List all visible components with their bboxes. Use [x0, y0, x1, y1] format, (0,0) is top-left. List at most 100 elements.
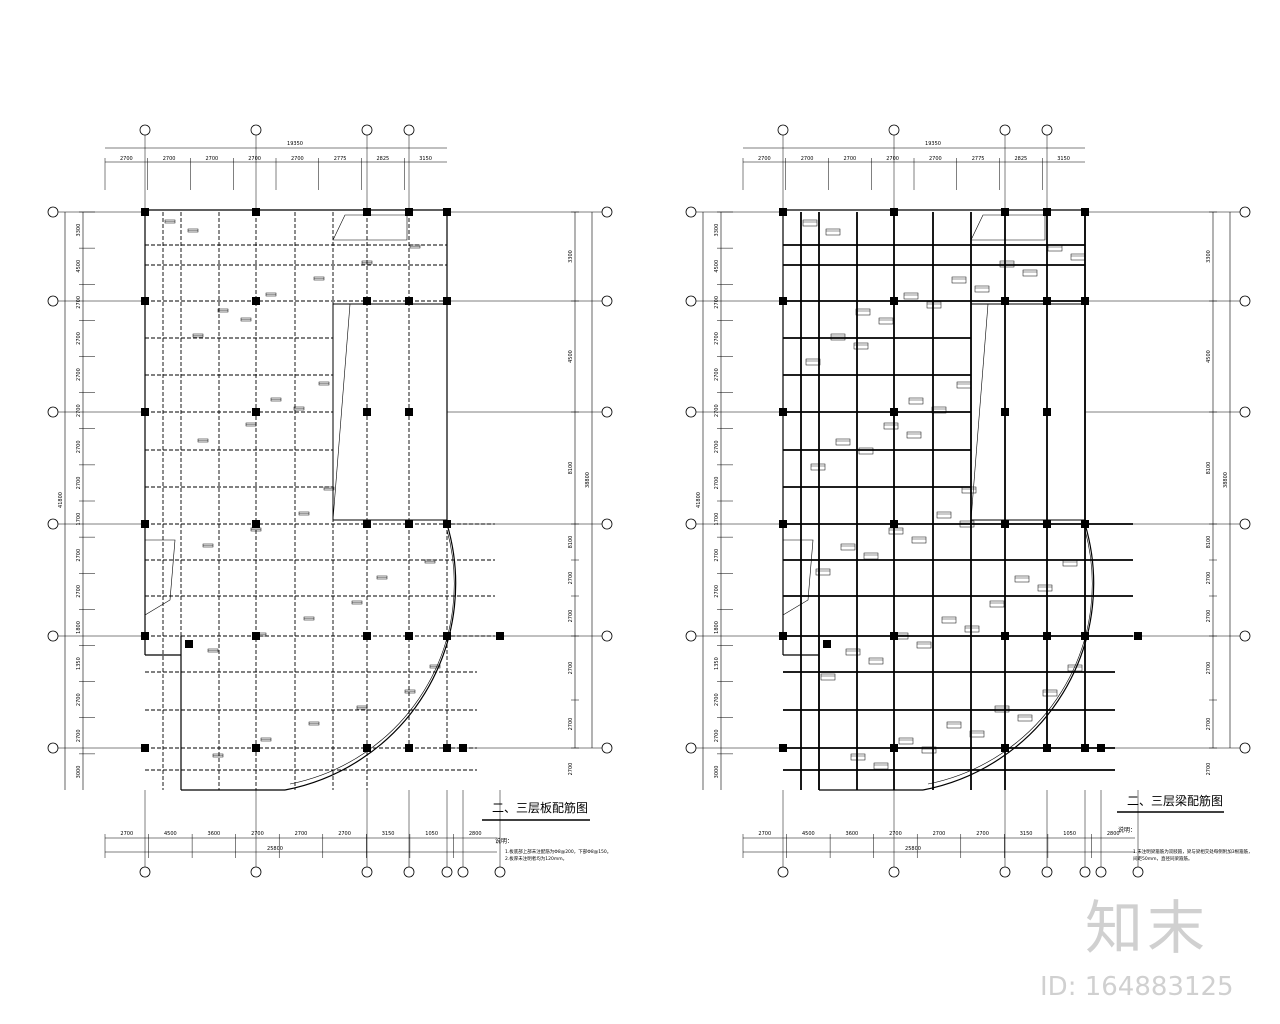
dimension-text-bottom: 3600 — [208, 831, 221, 837]
axis-bubble-right — [601, 295, 613, 307]
dimension-text-left: 1350 — [76, 657, 82, 670]
rebar-annotation — [989, 600, 1005, 608]
rebar-annotation — [853, 342, 869, 350]
axis-bubble-bottom — [1041, 866, 1053, 878]
column — [779, 297, 787, 305]
column — [252, 297, 260, 305]
dimension-text-bottom: 2700 — [120, 831, 133, 837]
column — [252, 408, 260, 416]
dimension-text-bottom: 2700 — [976, 831, 989, 837]
slab-note-1: 1.板底部上部未注配筋为Φ8@200，下部Φ8@150。 — [505, 848, 611, 855]
rebar-annotation — [805, 358, 821, 366]
column — [443, 744, 451, 752]
column — [1043, 632, 1051, 640]
column — [1097, 744, 1105, 752]
dimension-text-bottom: 2700 — [251, 831, 264, 837]
rebar-annotation — [883, 422, 899, 430]
rebar-annotation — [916, 641, 932, 649]
rebar-annotation — [903, 292, 919, 300]
dimension-text-left: 1800 — [76, 621, 82, 634]
dimension-text-left: 2700 — [76, 296, 82, 309]
axis-bubble-right — [1239, 406, 1251, 418]
dimension-text-left: 2700 — [714, 477, 720, 490]
stair-outline — [970, 214, 1046, 241]
dimension-text-left: 2700 — [714, 332, 720, 345]
beam-plan-title: 二、三层梁配筋图 — [1127, 793, 1223, 808]
axis-bubble-bottom — [139, 866, 151, 878]
column — [459, 744, 467, 752]
dimension-text-bottom: 2700 — [295, 831, 308, 837]
column — [443, 208, 451, 216]
watermark-id: ID: 164883125 — [1040, 972, 1234, 1002]
axis-bubble-right — [1239, 630, 1251, 642]
column — [1001, 208, 1009, 216]
dimension-text-right: 2700 — [568, 718, 574, 731]
dimension-text-right: 2700 — [568, 610, 574, 623]
column — [363, 297, 371, 305]
dimension-text-bottom: 2800 — [1107, 831, 1120, 837]
column — [1043, 297, 1051, 305]
column — [363, 520, 371, 528]
dimension-text-left: 4500 — [714, 260, 720, 273]
dimension-text-left: 2700 — [76, 585, 82, 598]
rebar-annotation — [1047, 244, 1063, 252]
dimension-text-overall-bottom: 25800 — [905, 846, 921, 852]
column — [1043, 408, 1051, 416]
column — [141, 520, 149, 528]
column — [363, 744, 371, 752]
rebar-annotation — [868, 657, 884, 665]
dimension-text-left: 1700 — [714, 513, 720, 526]
column — [1001, 632, 1009, 640]
column — [779, 208, 787, 216]
dimension-text-right: 8100 — [1206, 462, 1212, 475]
column — [363, 408, 371, 416]
dimension-text-bottom: 2700 — [338, 831, 351, 837]
dimension-text-left: 2700 — [76, 729, 82, 742]
axis-bubble-right — [601, 518, 613, 530]
dimension-text-right: 4500 — [1206, 350, 1212, 363]
dimension-text-top: 2700 — [886, 156, 899, 162]
dimension-text-left: 2700 — [76, 549, 82, 562]
stair-outline — [782, 539, 814, 616]
dimension-text-bottom: 3150 — [382, 831, 395, 837]
dimension-text-top: 2775 — [972, 156, 985, 162]
rebar-annotation — [855, 308, 871, 316]
axis-bubble-left — [685, 630, 697, 642]
rebar-annotation — [845, 648, 861, 656]
watermark-logo: 知末 — [1085, 894, 1209, 962]
axis-bubble-top — [1041, 124, 1053, 136]
axis-bubble-right — [1239, 295, 1251, 307]
column — [405, 632, 413, 640]
dimension-text-top: 3150 — [1057, 156, 1070, 162]
dimension-text-left: 2700 — [714, 368, 720, 381]
slab-note-2: 2.板厚未注明者均为120mm。 — [505, 855, 567, 862]
axis-bubble-right — [601, 206, 613, 218]
rebar-annotation — [830, 333, 846, 341]
dimension-text-top: 2700 — [206, 156, 219, 162]
column — [363, 632, 371, 640]
column — [1081, 520, 1089, 528]
dimension-text-left: 3000 — [76, 766, 82, 779]
column — [141, 408, 149, 416]
axis-bubble-left — [47, 206, 59, 218]
rebar-annotation — [888, 527, 904, 535]
courtyard-inner-edge — [332, 303, 351, 521]
axis-bubble-bottom — [1132, 866, 1144, 878]
slab-notes-heading: 说明： — [495, 837, 513, 845]
column — [252, 744, 260, 752]
axis-bubble-bottom — [403, 866, 415, 878]
axis-bubble-right — [601, 742, 613, 754]
column — [141, 632, 149, 640]
dimension-text-top: 2700 — [291, 156, 304, 162]
rebar-annotation — [906, 431, 922, 439]
column — [443, 632, 451, 640]
dimension-text-top: 2700 — [120, 156, 133, 162]
column — [1001, 744, 1009, 752]
rebar-annotation — [820, 673, 836, 681]
axis-bubble-left — [47, 630, 59, 642]
slab-plan-title: 二、三层板配筋图 — [492, 800, 588, 815]
rebar-annotation — [999, 260, 1015, 268]
axis-bubble-top — [250, 124, 262, 136]
rebar-annotation — [921, 746, 937, 754]
